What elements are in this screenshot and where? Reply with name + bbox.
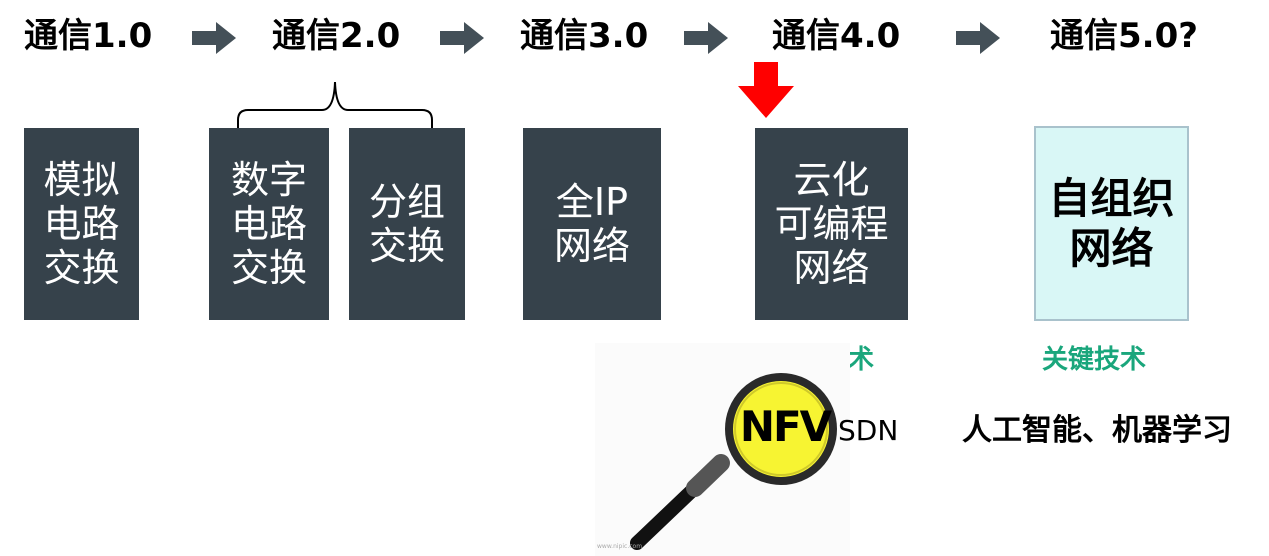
right-arrow-icon	[440, 22, 484, 54]
stage-title-5: 通信5.0?	[1050, 16, 1198, 56]
nfv-label: NFV	[739, 402, 832, 451]
box-packet-switching: 分组 交换	[349, 128, 465, 320]
right-arrow-icon	[684, 22, 728, 54]
down-arrow-icon	[738, 62, 794, 118]
box-analog-circuit-switching: 模拟 电路 交换	[24, 128, 139, 320]
box-all-ip-network: 全IP 网络	[523, 128, 661, 320]
right-arrow-icon	[956, 22, 1000, 54]
ai-ml-label: 人工智能、机器学习	[962, 413, 1232, 448]
key-tech-label-5: 关键技术	[1042, 345, 1147, 375]
box-self-organizing-network: 自组织 网络	[1034, 126, 1189, 321]
stage-title-3: 通信3.0	[520, 16, 649, 56]
brace-connector	[237, 81, 433, 128]
box-cloud-programmable-network: 云化 可编程 网络	[755, 128, 908, 320]
box-digital-circuit-switching: 数字 电路 交换	[209, 128, 329, 320]
stage-title-1: 通信1.0	[24, 16, 153, 56]
right-arrow-icon	[192, 22, 236, 54]
stage-title-4: 通信4.0	[772, 16, 901, 56]
watermark-text: www.nipic.com	[597, 543, 643, 550]
magnifier-icon	[630, 373, 837, 550]
stage-title-2: 通信2.0	[272, 16, 401, 56]
sdn-label: SDN	[838, 414, 899, 447]
